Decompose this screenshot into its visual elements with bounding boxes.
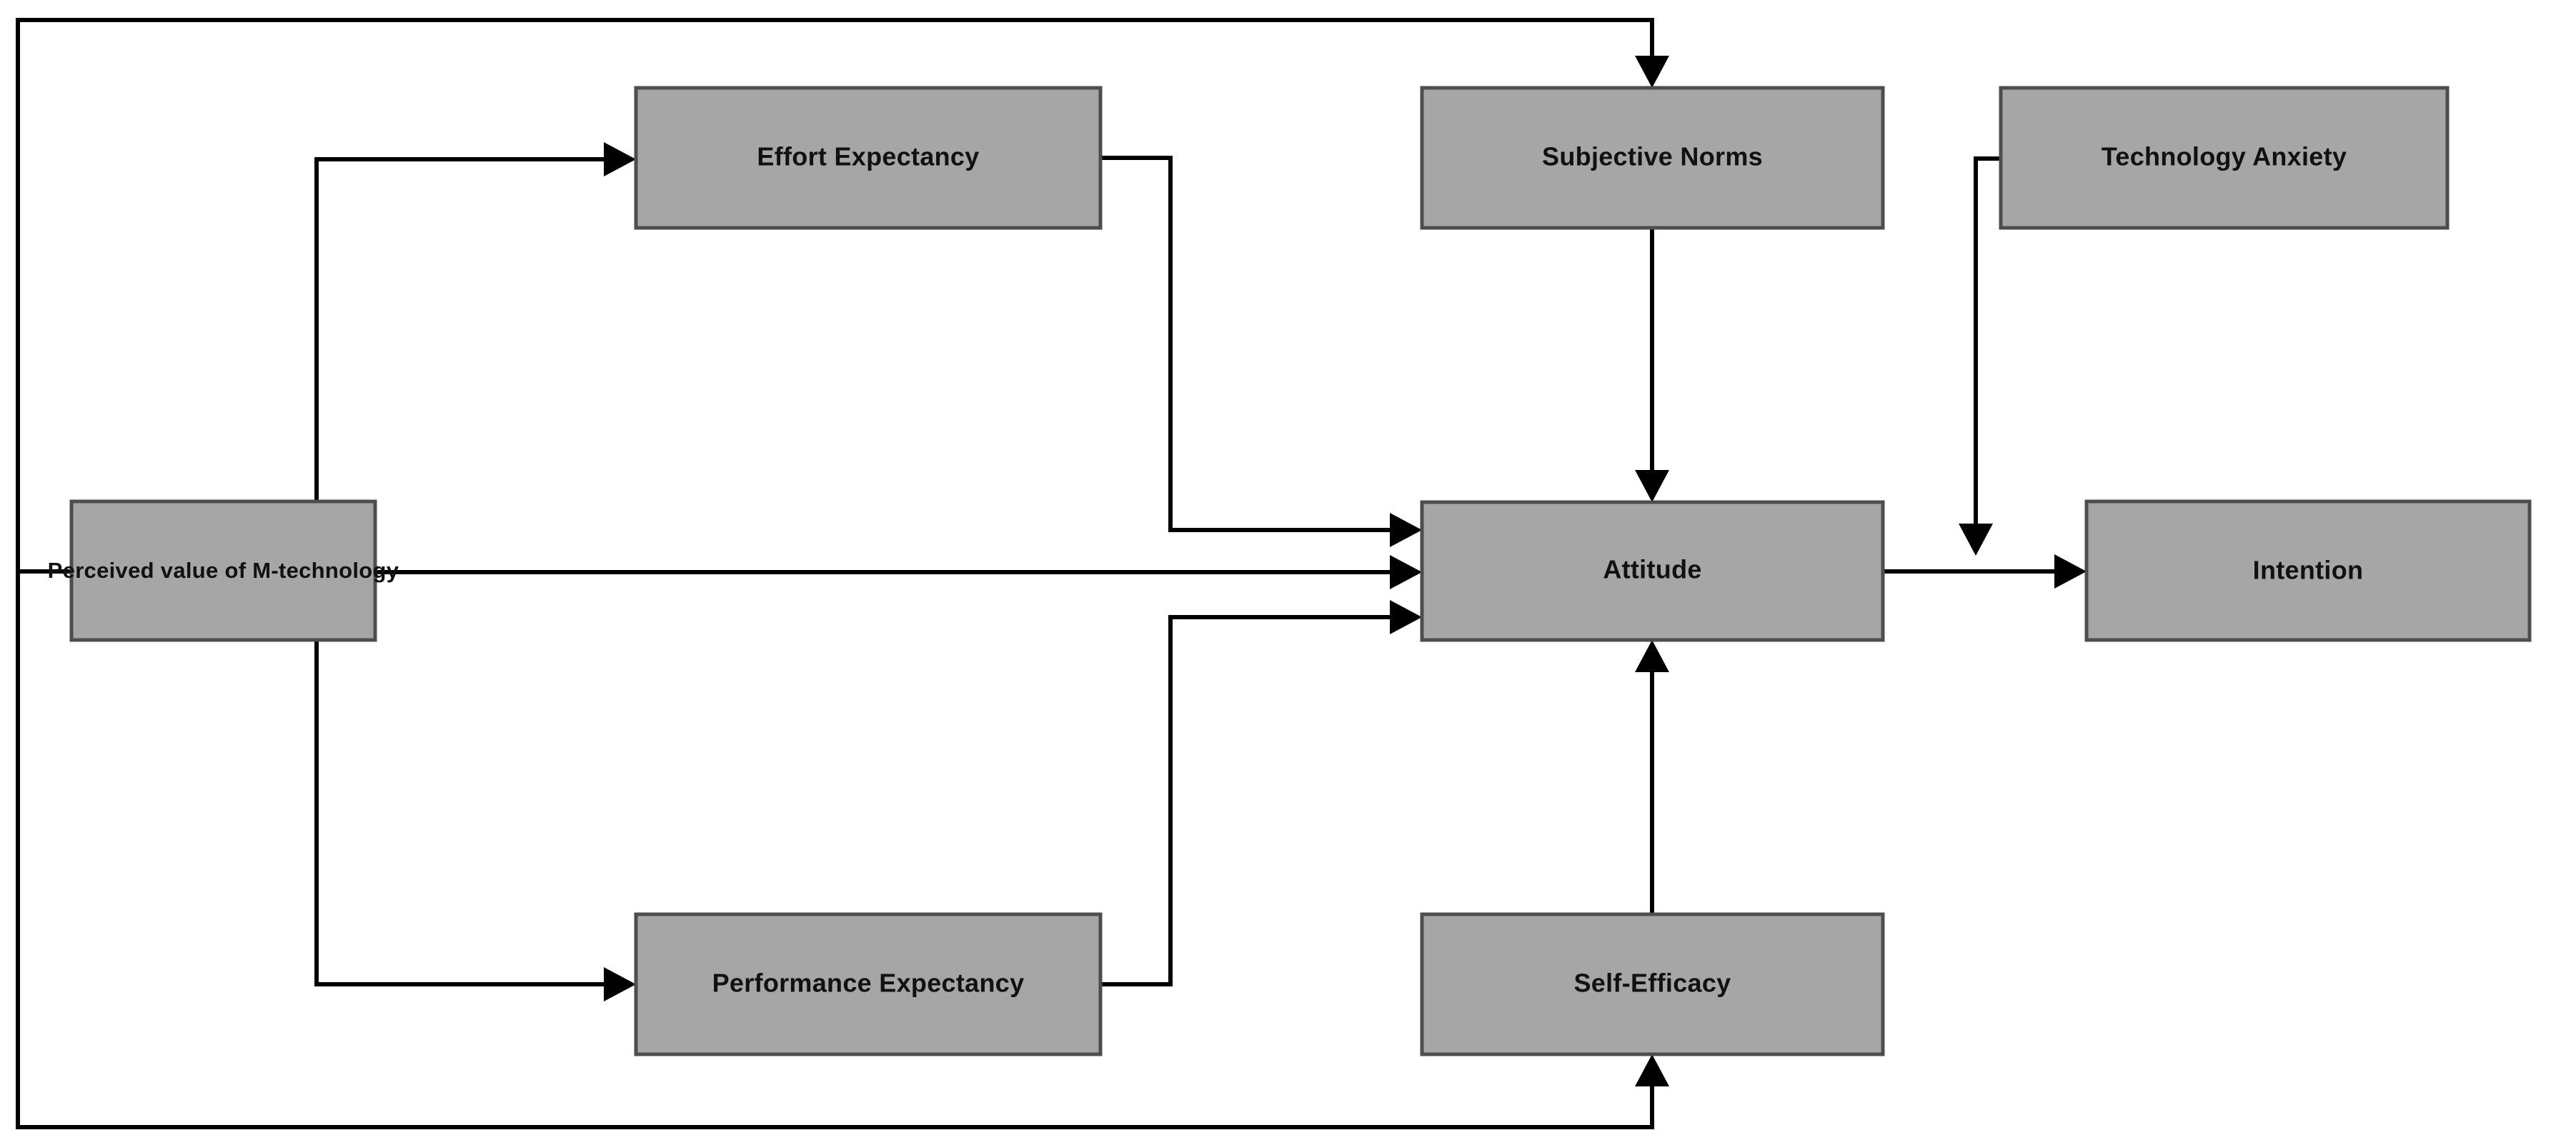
connector-perceived-value-to-subjective-norms [16, 18, 1669, 574]
connector-perceived-value-to-attitude [375, 555, 1422, 589]
node-label-perceived-value: Perceived value of M-technology [48, 558, 399, 583]
connector-perceived-value-to-effort-expectancy [314, 142, 636, 571]
connector-perceived-value-to-performance-expectancy [314, 571, 636, 1001]
connector-attitude-to-intention [1883, 554, 2087, 589]
node-label-technology-anxiety: Technology Anxiety [2102, 142, 2347, 171]
node-label-performance-expectancy: Performance Expectancy [712, 969, 1025, 998]
node-performance-expectancy[interactable]: Performance Expectancy [634, 912, 1103, 1056]
node-label-attitude: Attitude [1603, 555, 1701, 584]
node-label-subjective-norms: Subjective Norms [1542, 142, 1763, 171]
node-intention[interactable]: Intention [2084, 499, 2532, 642]
node-subjective-norms[interactable]: Subjective Norms [1420, 86, 1885, 230]
node-effort-expectancy[interactable]: Effort Expectancy [634, 86, 1103, 230]
node-attitude[interactable]: Attitude [1420, 500, 1885, 642]
node-label-intention: Intention [2253, 556, 2364, 585]
connector-subjective-norms-to-attitude [1635, 228, 1669, 502]
connector-performance-expectancy-to-attitude [1100, 600, 1422, 986]
node-self-efficacy[interactable]: Self-Efficacy [1420, 912, 1885, 1056]
node-technology-anxiety[interactable]: Technology Anxiety [1999, 86, 2450, 230]
connector-perceived-value-to-self-efficacy [16, 571, 1669, 1129]
node-label-effort-expectancy: Effort Expectancy [757, 142, 979, 171]
connector-self-efficacy-to-attitude [1635, 640, 1669, 914]
connector-technology-anxiety-moderator [1959, 156, 2001, 556]
connector-effort-expectancy-to-attitude [1100, 156, 1422, 547]
node-perceived-value[interactable]: Perceived value of M-technology [48, 499, 399, 642]
node-label-self-efficacy: Self-Efficacy [1574, 969, 1731, 998]
